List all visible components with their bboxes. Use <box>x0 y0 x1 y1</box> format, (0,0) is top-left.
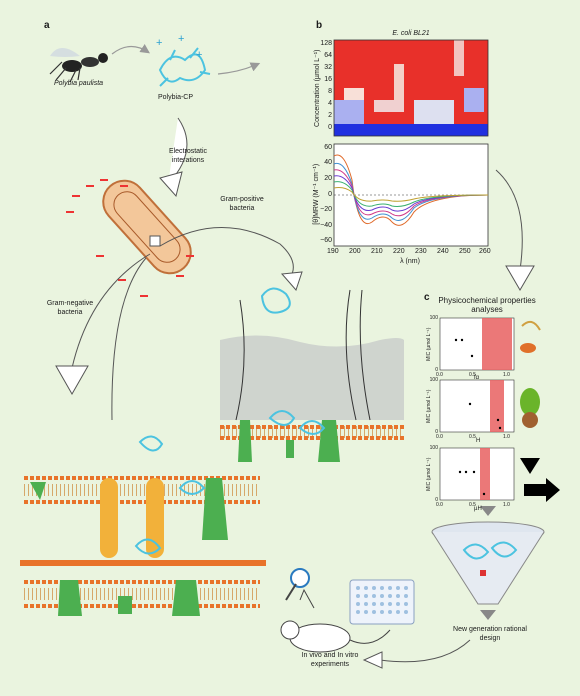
rational-design-label: New generation rational design <box>453 626 527 642</box>
gram-positive-membrane <box>220 420 404 462</box>
negative-charge-icon <box>66 179 194 297</box>
peptide-icon <box>134 435 206 555</box>
panel-c-title: Physicochemical properties analyses <box>438 296 536 314</box>
plus-icon: + <box>156 37 162 49</box>
panel-label-c: c <box>424 292 430 303</box>
arrow-icon <box>480 506 496 516</box>
gram-negative-envelope <box>20 476 266 616</box>
design-funnel <box>431 521 545 605</box>
panel-label-a: a <box>44 20 50 31</box>
plus-icon: + <box>196 49 202 61</box>
mouse-icon <box>280 568 391 653</box>
electrostatic-label: Electrostatic interations <box>168 148 208 164</box>
well-plate <box>349 579 415 625</box>
wasp-icon <box>49 48 108 83</box>
mic-scatter-2 <box>439 379 515 433</box>
peptide-label: Polybia-CP <box>158 94 194 101</box>
peptide-icon <box>260 287 326 435</box>
gram-positive-label: Gram-positive bacteria <box>220 196 264 212</box>
organism-label: Polybia paulista <box>54 80 104 87</box>
flow-arrow <box>111 44 150 55</box>
cd-spectrum-chart <box>333 143 489 247</box>
gram-negative-label: Gram-negative bacteria <box>46 300 94 316</box>
heatmap-title: E. coli BL21 <box>392 30 430 37</box>
mic-scatter-1 <box>439 317 515 371</box>
peptide-icon <box>158 47 211 87</box>
mic-ylabel: MIC (µmol L⁻¹) <box>425 327 432 361</box>
panel-label-b: b <box>316 20 323 31</box>
experiments-label: In vivo and In vitro experiments <box>301 652 359 668</box>
flow-arrow <box>217 62 261 75</box>
plus-icon: + <box>178 33 184 45</box>
mic-ylabel: MIC (µmol L⁻¹) <box>425 457 432 491</box>
arrow-icon <box>520 458 560 502</box>
heatmap <box>333 39 489 137</box>
molecule-thumbnail <box>520 320 541 428</box>
gram-positive-wall <box>220 289 404 421</box>
cd-xlabel: λ (nm) <box>400 258 420 265</box>
mic-scatter-3 <box>439 447 515 501</box>
bacterium-icon <box>102 179 192 275</box>
mic-ylabel: MIC (µmol L⁻¹) <box>425 389 432 423</box>
